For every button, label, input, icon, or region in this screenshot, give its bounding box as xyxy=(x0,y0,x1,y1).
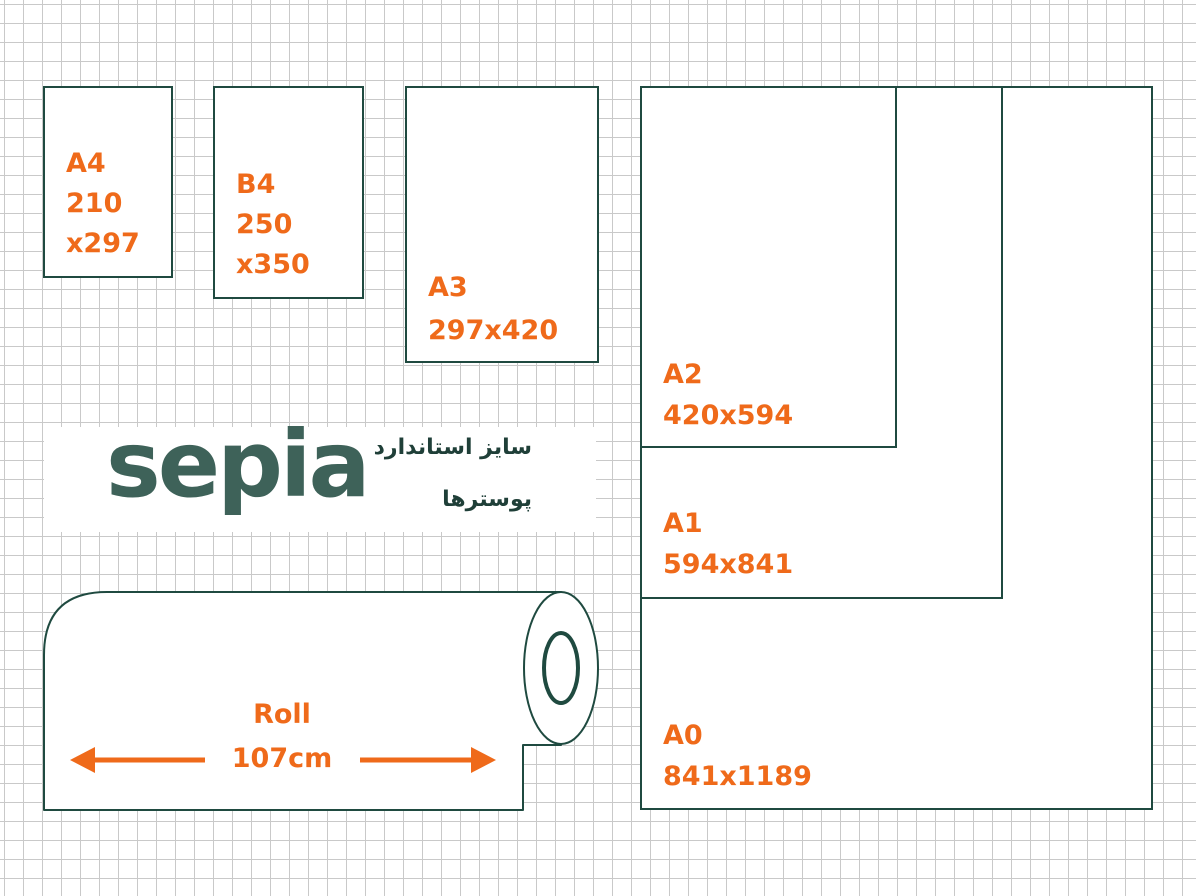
sheet-a2 xyxy=(640,86,897,448)
double-arrow-icon xyxy=(70,747,496,773)
sheet-a3 xyxy=(405,86,599,363)
sheet-a3-dims: 297x420 xyxy=(428,315,559,346)
sheet-a4-name: A4 xyxy=(66,148,106,179)
sheet-a2-dims: 420x594 xyxy=(663,400,794,431)
sheet-a4-width: 210 xyxy=(66,188,123,219)
sheet-b4 xyxy=(213,86,364,299)
sheet-b4-height: x350 xyxy=(236,249,310,280)
sheet-a1-dims: 594x841 xyxy=(663,549,794,580)
arrow-right-head xyxy=(471,747,496,773)
sheet-a0-dims: 841x1189 xyxy=(663,761,812,792)
sheet-a2-name: A2 xyxy=(663,359,703,390)
sheet-b4-name: B4 xyxy=(236,169,276,200)
roll-end xyxy=(523,591,599,745)
arrow-left-head xyxy=(70,747,95,773)
sheet-a0-name: A0 xyxy=(663,720,703,751)
brand-logo: sepia xyxy=(106,411,371,518)
roll-body xyxy=(43,591,562,811)
sheet-a3-name: A3 xyxy=(428,272,468,303)
sheet-a4-height: x297 xyxy=(66,228,140,259)
roll-name: Roll xyxy=(253,699,311,730)
roll-width: 107cm xyxy=(231,743,333,774)
brand-panel: sepia سایز استاندارد پوسترها xyxy=(44,419,596,532)
sheet-b4-width: 250 xyxy=(236,209,293,240)
sheet-a1-name: A1 xyxy=(663,508,703,539)
sheet-a4 xyxy=(43,86,173,278)
roll-core xyxy=(542,631,580,705)
heading-line-2: پوسترها xyxy=(442,487,532,512)
heading-line-1: سایز استاندارد xyxy=(373,435,532,460)
